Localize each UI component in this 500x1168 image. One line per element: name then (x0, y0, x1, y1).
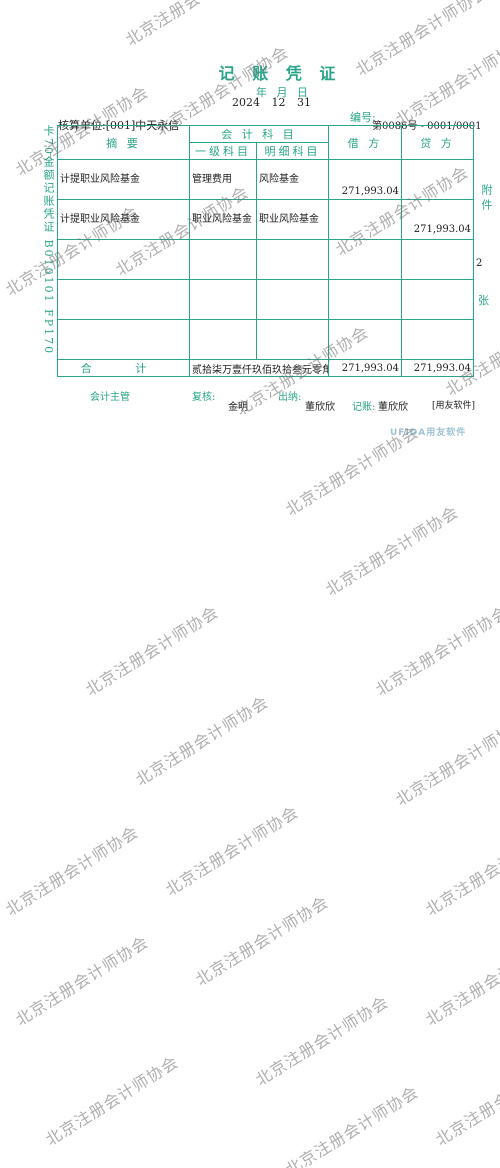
table-row (57, 279, 474, 320)
row-credit: 271,993.04 (401, 199, 474, 240)
date-day: 31 (297, 96, 311, 109)
table-row (57, 239, 474, 280)
watermark-text: 北京注册会计师协会 (422, 932, 500, 1030)
row-detail-account: 风险基金 (256, 159, 329, 200)
total-credit: 271,993.04 (401, 359, 474, 377)
row-level1-account (189, 239, 257, 280)
attachments-label: 附件 (480, 184, 493, 214)
watermark-text: 北京注册会计师协会 (432, 1052, 500, 1150)
review-label: 复核: (192, 392, 216, 403)
row-detail-account: 职业风险基金 (256, 199, 329, 240)
total-amount-words: 贰拾柒万壹仟玖佰玖拾叁元零角肆分 (189, 359, 329, 377)
row-detail-account (256, 319, 329, 360)
supervisor-label: 会计主管 (90, 392, 130, 403)
bookkeeper-name: 董欣欣 (378, 402, 408, 413)
row-summary: 计提职业风险基金 (57, 159, 190, 200)
date-year: 2024 (232, 96, 260, 109)
watermark-text: 北京注册会计师协会 (252, 992, 392, 1090)
row-credit (401, 279, 474, 320)
header-account: 会 计 科 目 (189, 125, 329, 143)
binding-margin-text: 卡70金额记账凭证 B010101 FP170 (42, 125, 55, 356)
watermark-text: 北京注册会计师协会 (192, 892, 332, 990)
watermark-text: 北京注册会计师协会 (132, 692, 272, 790)
watermark-text: 北京注册会计师协会 (352, 0, 492, 80)
row-credit (401, 319, 474, 360)
watermark-text: 北京注册会计师协会 (2, 822, 142, 920)
voucher-number-label: 编号: (350, 111, 376, 124)
row-credit (401, 159, 474, 200)
watermark-text: 北京注册会计师协会 (82, 602, 222, 700)
total-debit: 271,993.04 (328, 359, 402, 377)
row-level1-account: 职业风险基金 (189, 199, 257, 240)
software-tag: [用友软件] (432, 401, 476, 411)
header-level1: 一级科目 (189, 142, 257, 160)
row-debit (328, 279, 402, 320)
voucher-date: 2024 12 31 (232, 96, 319, 109)
attachments-unit: 张 (478, 294, 489, 307)
row-summary (57, 319, 190, 360)
header-summary: 摘 要 (57, 125, 190, 160)
cashier-name: 董欣欣 (305, 402, 335, 413)
watermark-text: 北京注册会计师协会 (282, 1082, 422, 1168)
row-level1-account (189, 279, 257, 320)
ufida-logo: UFIDA用友软件 (390, 428, 467, 438)
voucher-table: 摘 要 会 计 科 目 借 方 贷 方 一级科目 明细科目 计提职业风险基金 管… (57, 125, 474, 377)
header-debit: 借 方 (328, 125, 402, 160)
watermark-text: 北京注册会计师协会 (162, 802, 302, 900)
header-detail: 明细科目 (256, 142, 329, 160)
row-level1-account: 管理费用 (189, 159, 257, 200)
table-row: 计提职业风险基金 职业风险基金 职业风险基金 271,993.04 (57, 199, 474, 240)
row-debit (328, 319, 402, 360)
row-detail-account (256, 279, 329, 320)
row-debit (328, 239, 402, 280)
watermark-text: 北京注册会计师协会 (322, 502, 462, 600)
total-row: 合 计 贰拾柒万壹仟玖佰玖拾叁元零角肆分 271,993.04 271,993.… (57, 359, 474, 377)
row-debit (328, 199, 402, 240)
date-month: 12 (271, 96, 286, 109)
header-credit: 贷 方 (401, 125, 474, 160)
cashier-label: 出纳: (278, 392, 302, 403)
table-row (57, 319, 474, 360)
table-row: 计提职业风险基金 管理费用 风险基金 271,993.04 (57, 159, 474, 200)
row-debit: 271,993.04 (328, 159, 402, 200)
watermark-text: 北京注册会计师协会 (42, 1052, 182, 1150)
row-detail-account (256, 239, 329, 280)
row-summary: 计提职业风险基金 (57, 199, 190, 240)
watermark-text: 北京注册会计师协会 (372, 602, 500, 700)
watermark-text: 北京注册会计师协会 (392, 712, 500, 810)
row-level1-account (189, 319, 257, 360)
watermark-text: 北京注册会计师协会 (122, 0, 262, 50)
row-summary (57, 239, 190, 280)
row-summary (57, 279, 190, 320)
row-credit (401, 239, 474, 280)
total-label: 合 计 (57, 359, 190, 377)
attachments-count: 2 (476, 258, 483, 269)
watermark-text: 北京注册会计师协会 (12, 932, 152, 1030)
watermark-text: 北京注册会计师协会 (392, 32, 500, 130)
bookkeeper-label: 记账: (352, 402, 376, 413)
review-name: 金明 (228, 402, 248, 413)
voucher-title: 记 账 凭 证 (218, 64, 342, 83)
watermark-text: 北京注册会计师协会 (422, 822, 500, 920)
date-labels: 年 月 日 (256, 86, 311, 99)
